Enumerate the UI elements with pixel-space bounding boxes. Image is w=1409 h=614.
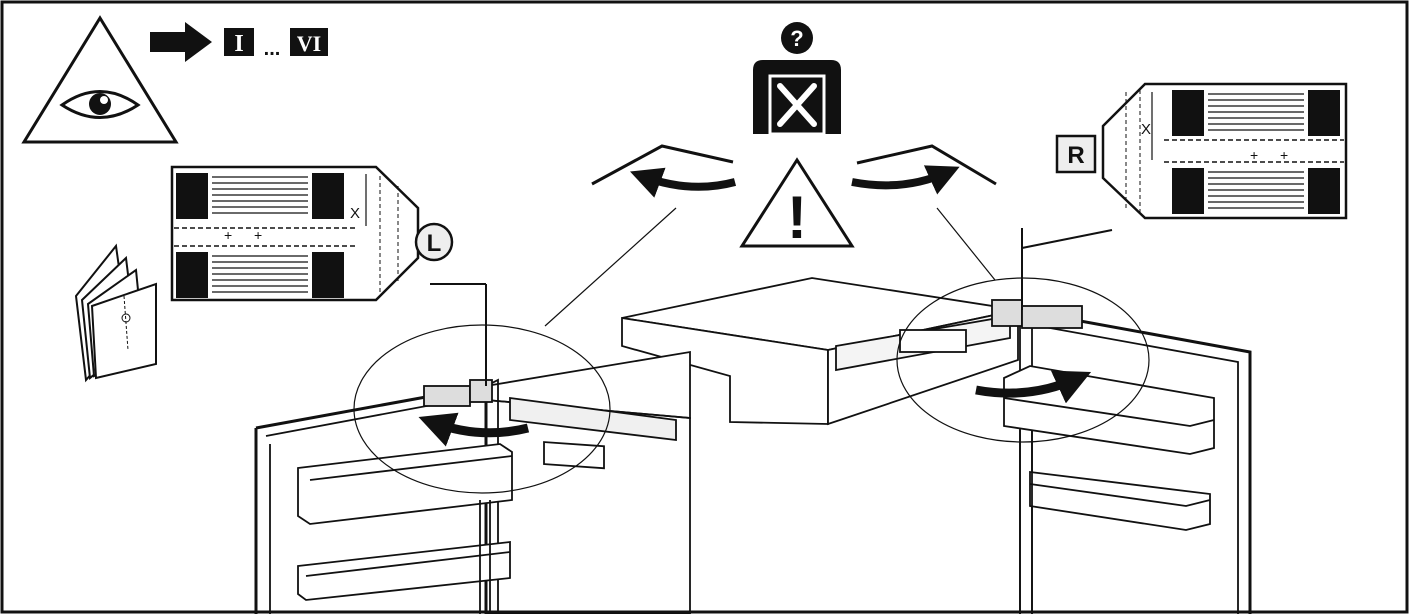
svg-text:+: + (1250, 147, 1258, 163)
right-badge (1055, 134, 1097, 174)
left-door-outline (591, 144, 734, 186)
read-instructions-symbol (21, 15, 179, 144)
roman-start-label: I (234, 31, 243, 57)
roman-end-label: VI (297, 31, 321, 56)
left-hinge-arrow-icon (418, 412, 530, 447)
left-badge (414, 222, 454, 262)
caution-triangle-icon (739, 157, 855, 248)
left-dimension-label: X (350, 205, 360, 222)
warning-triangle-icon (21, 15, 179, 144)
left-hinge-detail-circle (353, 324, 611, 494)
right-swing-arrow-icon (851, 165, 960, 195)
roman-start-box (224, 28, 254, 56)
left-cabinet (254, 350, 691, 614)
svg-text:+: + (254, 227, 262, 243)
left-callout-line (544, 207, 677, 327)
exclamation-text: ! (787, 184, 807, 251)
right-arrow-icon (150, 22, 212, 62)
right-callout-line (936, 207, 996, 281)
ellipsis-label: ... (264, 38, 281, 60)
right-hinge-arrow-icon (975, 370, 1092, 404)
svg-text:+: + (224, 227, 232, 243)
question-mark-text: ? (790, 26, 803, 51)
right-cabinet (991, 299, 1252, 614)
manual-booklet-icon (74, 243, 157, 383)
eye-icon (59, 90, 141, 119)
right-dimension-label: X (1141, 121, 1151, 138)
svg-text:+: + (1280, 147, 1288, 163)
tools-icon (777, 83, 817, 127)
left-hinge-template: + + (170, 165, 420, 302)
roman-end-box (290, 28, 328, 56)
right-hinge-template: + + (1101, 82, 1348, 220)
cabinet-body (621, 277, 1019, 426)
right-pointer-line (1021, 229, 1113, 249)
right-badge-label: R (1067, 142, 1084, 169)
left-badge-label: L (427, 230, 442, 257)
left-swing-arrow-icon (630, 167, 737, 198)
technician-icon: ? (753, 22, 841, 136)
right-door-outline (856, 144, 997, 186)
